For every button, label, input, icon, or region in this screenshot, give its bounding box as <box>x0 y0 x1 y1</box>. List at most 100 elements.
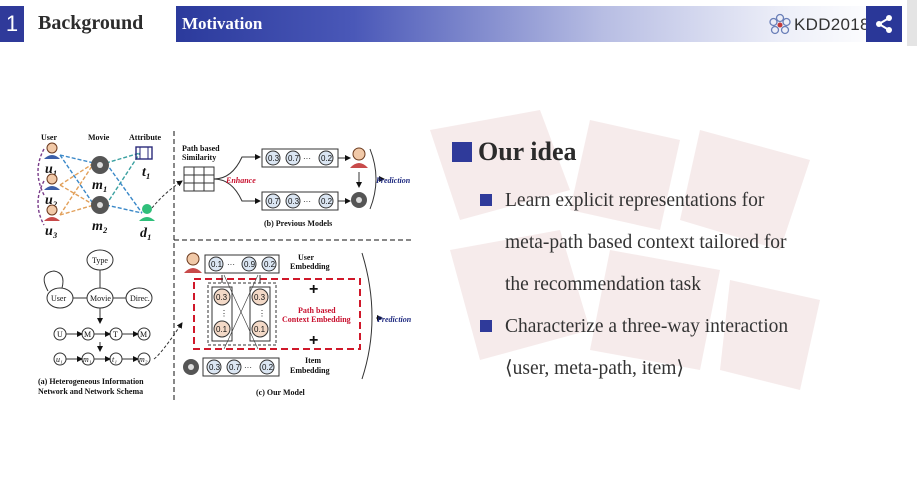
figure-canvas: User Movie Attribute u₁ u₂ <box>37 131 414 401</box>
svg-text:0.3: 0.3 <box>254 293 266 302</box>
hin-edges <box>37 148 143 226</box>
previous-top-vector: 0.3 0.7 ··· 0.2 <box>261 148 339 168</box>
ctx-label-line1: Path based <box>298 306 336 315</box>
section-number: 1 <box>0 6 24 42</box>
window-edge <box>907 0 917 46</box>
path-t: T <box>113 330 118 339</box>
bullet-1-line-1: Learn explicit representations for <box>505 190 765 211</box>
share-button[interactable] <box>866 6 902 42</box>
share-icon <box>876 15 892 33</box>
conference-name: KDD2018 <box>794 15 870 34</box>
svg-text:0.2: 0.2 <box>321 197 333 206</box>
path-sim-line2: Similarity <box>182 153 216 162</box>
bullet-square-icon <box>480 194 492 206</box>
attribute-node-t1: t₁ <box>135 146 153 180</box>
context-columns: 0.3 ⋮ 0.1 0.3 ⋮ 0.1 <box>207 274 277 350</box>
user-emb-line2: Embedding <box>290 262 330 271</box>
meta-path <box>53 327 151 366</box>
svg-text:m₁: m₁ <box>92 178 108 193</box>
svg-text:0.1: 0.1 <box>254 325 266 334</box>
svg-text:t₁: t₁ <box>142 165 151 180</box>
item-emb-line2: Embedding <box>290 366 330 375</box>
col-user-label: User <box>41 133 57 142</box>
bullet-square-icon <box>480 320 492 332</box>
subsection-bar: Motivation <box>176 6 886 42</box>
slide-header: 1 Background Motivation KDD2018 <box>0 0 917 50</box>
enhance-label: Enhance <box>225 176 256 185</box>
svg-text:0.9: 0.9 <box>244 260 256 269</box>
caption-b: (b) Previous Models <box>264 219 332 228</box>
bullet-1-line-2: meta-path based context tailored for <box>505 232 787 253</box>
caption-a-line2: Network and Network Schema <box>38 387 143 396</box>
user-node-u2: u₂ <box>44 173 60 208</box>
svg-text:0.2: 0.2 <box>321 154 333 163</box>
path-m2: M <box>140 330 147 339</box>
svg-text:0.7: 0.7 <box>229 363 241 372</box>
svg-text:⋮: ⋮ <box>220 309 228 318</box>
heading-bullet-icon <box>452 142 472 162</box>
svg-text:u₃: u₃ <box>45 224 58 239</box>
svg-text:0.7: 0.7 <box>268 197 280 206</box>
bullet-item-2: Characterize a three-way interaction ⟨us… <box>480 306 880 390</box>
bullet-1-line-3: the recommendation task <box>505 274 702 295</box>
path-u: U <box>57 330 63 339</box>
svg-text:0.3: 0.3 <box>288 197 300 206</box>
item-emb-line1: Item <box>305 356 321 365</box>
idea-section: Our idea Learn explicit representations … <box>452 137 892 379</box>
svg-text:0.1: 0.1 <box>211 260 223 269</box>
svg-text:0.3: 0.3 <box>209 363 221 372</box>
svg-text:0.3: 0.3 <box>268 154 280 163</box>
svg-text:0.3: 0.3 <box>216 293 228 302</box>
path-sim-line1: Path based <box>182 144 220 153</box>
caption-c: (c) Our Model <box>256 388 306 397</box>
svg-text:···: ··· <box>227 260 235 269</box>
schema-direc: Direc. <box>130 294 150 303</box>
svg-text:u₁: u₁ <box>45 162 58 177</box>
prediction-label-b: Prediction <box>376 176 411 185</box>
conference-logo: KDD2018 <box>768 11 870 39</box>
idea-title: Our idea <box>478 137 577 166</box>
context-embedding-box <box>193 278 361 350</box>
svg-text:u₂: u₂ <box>45 193 58 208</box>
user-node-u3: u₃ <box>44 204 60 239</box>
previous-bottom-vector: 0.7 0.3 ··· 0.2 <box>261 191 339 211</box>
plus-bottom: + <box>309 332 318 349</box>
our-movie-icon <box>183 359 199 375</box>
plus-top: + <box>309 281 318 298</box>
svg-text:0.1: 0.1 <box>216 325 228 334</box>
section-title: Background <box>38 12 144 34</box>
caption-a-line1: (a) Heterogeneous Information <box>38 377 144 386</box>
prediction-label-c: Prediction <box>377 315 412 324</box>
subsection-title: Motivation <box>182 14 263 33</box>
prev-movie-icon <box>351 192 367 208</box>
model-comparison-figure: User Movie Attribute u₁ u₂ <box>32 123 420 408</box>
schema-movie: Movie <box>90 294 111 303</box>
col-movie-label: Movie <box>88 133 110 142</box>
movie-node-m2: m₂ <box>91 196 109 234</box>
svg-text:0.2: 0.2 <box>264 260 276 269</box>
inst-m2: m₂ <box>139 355 148 364</box>
svg-text:0.2: 0.2 <box>262 363 274 372</box>
svg-text:···: ··· <box>303 197 311 206</box>
svg-text:0.7: 0.7 <box>288 154 300 163</box>
user-emb-line1: User <box>298 253 314 262</box>
user-embedding-vector: 0.1 ··· 0.9 0.2 <box>204 254 280 274</box>
schema-type: Type <box>92 256 108 265</box>
network-schema <box>43 249 153 309</box>
bullet-2-line-2: ⟨user, meta-path, item⟩ <box>505 358 685 379</box>
prev-user-avatar <box>350 147 368 168</box>
bullet-2-line-1: Characterize a three-way interaction <box>505 316 789 337</box>
user-node-u1: u₁ <box>44 142 60 177</box>
bullet-item-1: Learn explicit representations for meta-… <box>480 180 880 306</box>
similarity-grid <box>183 166 215 192</box>
svg-text:d₁: d₁ <box>140 226 152 241</box>
inst-t1: t₁ <box>112 355 117 364</box>
svg-text:m₂: m₂ <box>92 219 108 234</box>
inst-m1: m₁ <box>83 355 92 364</box>
svg-text:⋮: ⋮ <box>258 309 266 318</box>
idea-heading: Our idea <box>452 137 892 167</box>
inst-u1: u₁ <box>56 355 63 364</box>
item-embedding-vector: 0.3 0.7 ··· 0.2 <box>202 357 280 377</box>
background-watermark <box>430 110 820 390</box>
movie-node-m1: m₁ <box>91 156 109 193</box>
